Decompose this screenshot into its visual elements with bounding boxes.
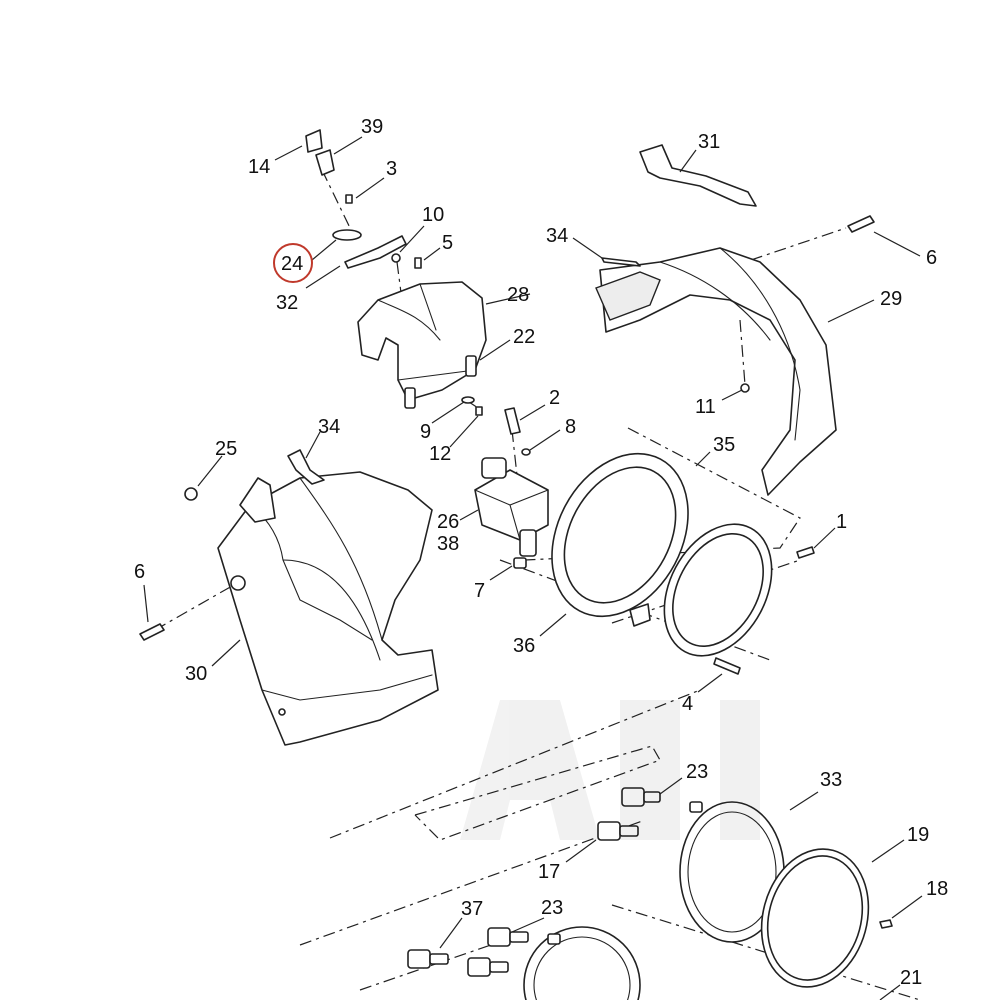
callout-33: 33 bbox=[820, 769, 842, 791]
bulb-part-23-extra bbox=[467, 957, 509, 977]
callout-8: 8 bbox=[565, 416, 576, 438]
callout-23-upper: 23 bbox=[686, 761, 708, 783]
callout-9: 9 bbox=[420, 421, 431, 443]
callout-38: 38 bbox=[437, 533, 459, 555]
top-cover-part-28 bbox=[357, 281, 487, 409]
screw-part-3 bbox=[345, 194, 353, 204]
callout-37: 37 bbox=[461, 898, 483, 920]
callout-34-lower: 34 bbox=[318, 416, 340, 438]
clip-part-39 bbox=[315, 149, 335, 176]
plate-part-32 bbox=[344, 235, 407, 269]
callout-2: 2 bbox=[549, 387, 560, 409]
callout-26: 26 bbox=[437, 511, 459, 533]
mount-ring-part-36 bbox=[551, 452, 689, 618]
callout-12: 12 bbox=[429, 443, 451, 465]
fairing-shell-part-29 bbox=[595, 247, 837, 496]
callout-23-lower: 23 bbox=[541, 897, 563, 919]
bulb-part-37 bbox=[407, 949, 449, 969]
watermark bbox=[460, 700, 760, 840]
bulb-part-23-lower bbox=[487, 927, 529, 947]
leader-lines bbox=[143, 136, 923, 1000]
callout-22: 22 bbox=[513, 326, 535, 348]
fairing-shell-part-30 bbox=[217, 471, 439, 746]
bolt-part-2 bbox=[504, 407, 521, 435]
screw-part-4 bbox=[713, 657, 741, 675]
screw-part-18 bbox=[879, 919, 893, 929]
callout-labels: 14 39 3 10 5 24 32 28 22 2 9 8 12 31 34 … bbox=[134, 116, 948, 989]
callout-24: 24 bbox=[281, 253, 303, 275]
highlight-ring bbox=[273, 243, 313, 283]
pin-part-6-upper bbox=[847, 215, 875, 233]
callout-29: 29 bbox=[880, 288, 902, 310]
washer-part-24 bbox=[332, 229, 362, 241]
nut-part-11 bbox=[740, 383, 750, 393]
washer-part-8 bbox=[521, 448, 531, 456]
callout-30: 30 bbox=[185, 663, 207, 685]
small-hardware-top bbox=[305, 129, 483, 416]
lower-lamp-part bbox=[523, 926, 641, 1000]
trim-strip-part-31 bbox=[639, 144, 757, 207]
callout-6-upper: 6 bbox=[926, 247, 937, 269]
callout-14: 14 bbox=[248, 156, 270, 178]
callout-21: 21 bbox=[900, 967, 922, 989]
clip-part-34-lower bbox=[287, 449, 325, 485]
callout-7: 7 bbox=[474, 580, 485, 602]
bulb-part-23-upper bbox=[621, 787, 661, 807]
washer-part-9 bbox=[461, 396, 475, 404]
callout-39: 39 bbox=[361, 116, 383, 138]
screw-part-5 bbox=[414, 257, 422, 269]
callout-28: 28 bbox=[507, 284, 529, 306]
callout-18: 18 bbox=[926, 878, 948, 900]
callout-19: 19 bbox=[907, 824, 929, 846]
bracket-part-26 bbox=[474, 457, 549, 557]
screw-part-1 bbox=[796, 546, 815, 559]
callout-32: 32 bbox=[276, 292, 298, 314]
callout-5: 5 bbox=[442, 232, 453, 254]
callout-3: 3 bbox=[386, 158, 397, 180]
bulb-part-17 bbox=[597, 821, 639, 841]
trim-ring-part-35 bbox=[629, 523, 773, 657]
screw-part-10 bbox=[391, 253, 401, 263]
nut-part-25 bbox=[184, 487, 198, 501]
callout-36: 36 bbox=[513, 635, 535, 657]
callout-25: 25 bbox=[215, 438, 237, 460]
callout-34-upper: 34 bbox=[546, 225, 568, 247]
outer-ring-part-19 bbox=[760, 848, 870, 988]
callout-31: 31 bbox=[698, 131, 720, 153]
fasteners bbox=[139, 215, 893, 929]
nut-part-12 bbox=[475, 406, 483, 416]
callout-35: 35 bbox=[713, 434, 735, 456]
callout-4: 4 bbox=[682, 693, 693, 715]
callout-17: 17 bbox=[538, 861, 560, 883]
callout-11: 11 bbox=[695, 396, 716, 418]
clip-part-34-upper bbox=[601, 257, 641, 267]
bracket-part-14 bbox=[305, 129, 323, 153]
callout-10: 10 bbox=[422, 204, 444, 226]
bulbs bbox=[407, 787, 661, 977]
nut-part-7 bbox=[513, 557, 527, 569]
callout-6-lower: 6 bbox=[134, 561, 145, 583]
pin-part-6-lower bbox=[139, 623, 165, 641]
callout-1: 1 bbox=[836, 511, 847, 533]
